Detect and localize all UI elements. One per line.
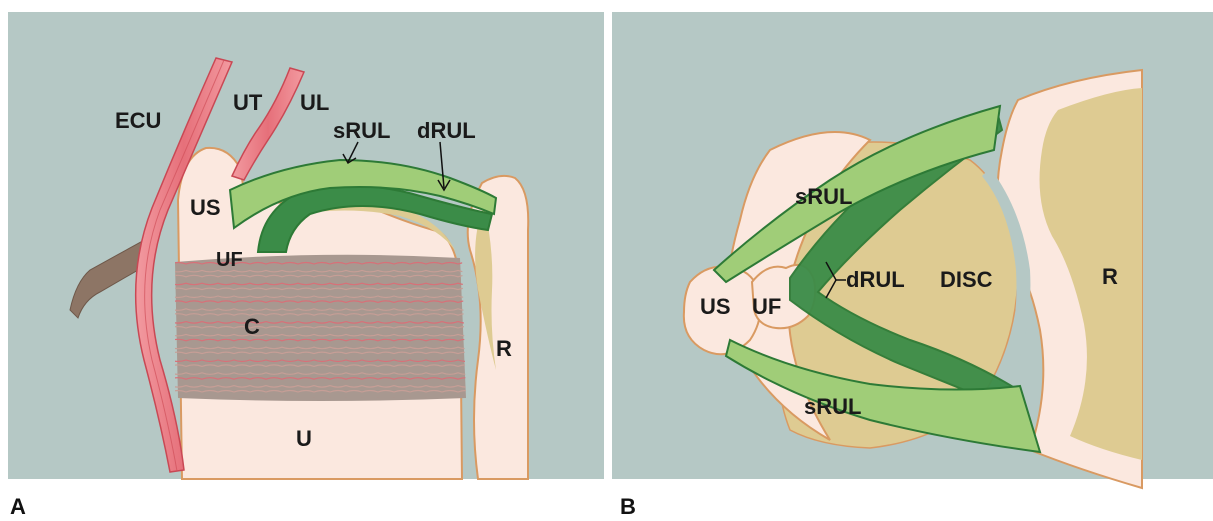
label-uf: UF (752, 294, 781, 319)
label-drul: dRUL (417, 118, 476, 143)
label-c: C (244, 314, 260, 339)
joint-capsule (170, 255, 474, 401)
panel-a-diagram: ECU UT UL sRUL dRUL US UF C U R (0, 0, 604, 521)
label-ecu: ECU (115, 108, 161, 133)
label-ut: UT (233, 90, 263, 115)
label-srul: sRUL (333, 118, 390, 143)
label-r: R (496, 336, 512, 361)
label-drul: dRUL (846, 267, 905, 292)
panel-b-diagram: sRUL dRUL DISC R US UF sRUL (610, 0, 1213, 521)
label-ul: UL (300, 90, 329, 115)
label-r: R (1102, 264, 1118, 289)
label-srul-bottom: sRUL (804, 394, 861, 419)
panel-a-letter: A (10, 494, 26, 520)
label-srul-top: sRUL (795, 184, 852, 209)
label-uf: UF (216, 249, 243, 271)
label-us: US (190, 195, 221, 220)
panel-b-letter: B (620, 494, 636, 520)
label-u: U (296, 426, 312, 451)
label-us: US (700, 294, 731, 319)
label-disc: DISC (940, 267, 993, 292)
